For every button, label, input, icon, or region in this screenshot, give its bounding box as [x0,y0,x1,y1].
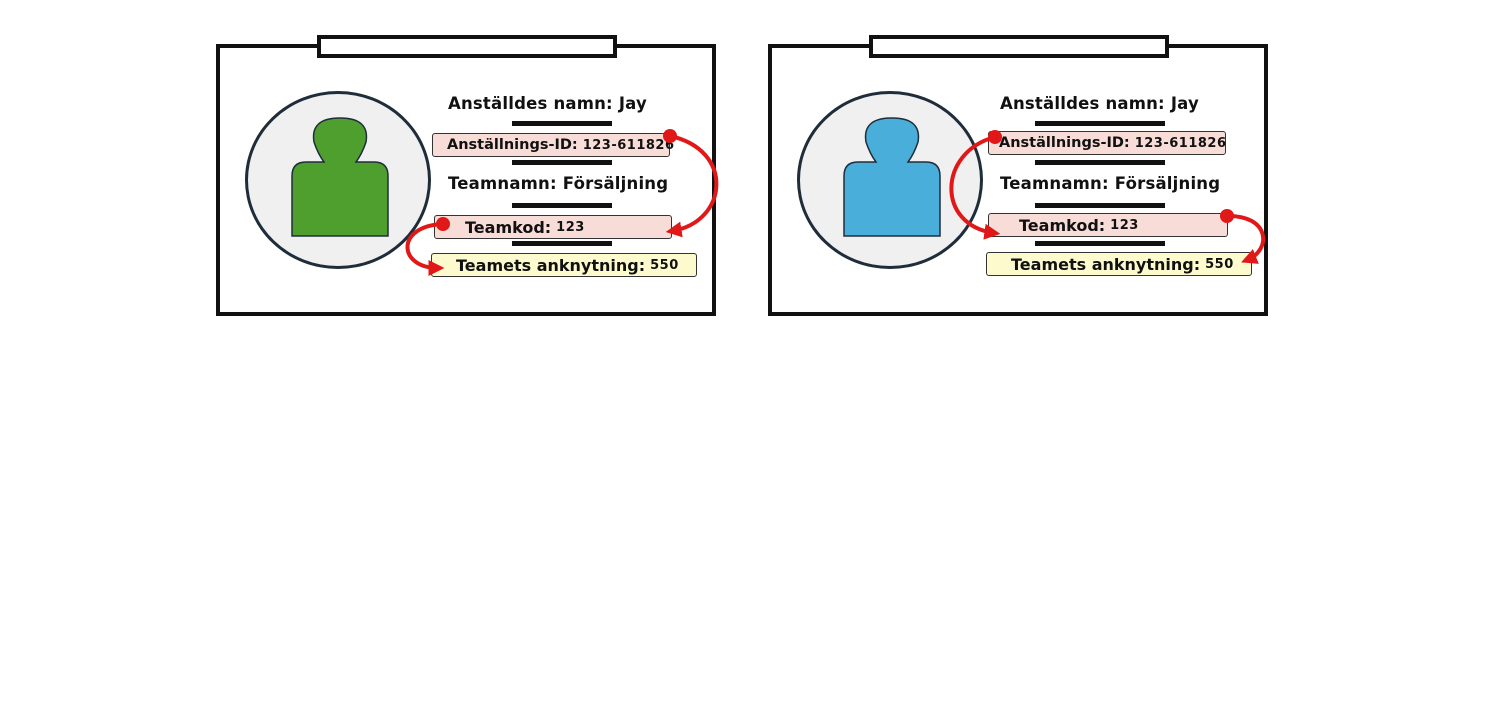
team-affiliation-box-left: Teamets anknytning:550 [431,253,697,277]
card-clip-left [317,35,617,58]
divider [1035,203,1165,208]
arrow-id-to-code-left [663,129,719,238]
divider [512,241,612,246]
divider [1035,160,1165,165]
divider [1035,121,1165,126]
team-name-left: Teamnamn: Försäljning [448,174,669,193]
arrow-code-to-affiliation-left [405,217,450,276]
team-code-box-left: Teamkod:123 [434,215,672,239]
employee-id-box-right: Anställnings-ID:123-611826 [988,131,1226,155]
team-name-right: Teamnamn: Försäljning [1000,174,1221,193]
person-icon [291,117,389,237]
team-code-box-right: Teamkod:123 [988,213,1228,237]
arrow-id-to-code-right [949,130,1002,240]
employee-name-left: Anställdes namn: Jay [448,94,647,113]
card-clip-right [869,35,1169,58]
divider [512,160,612,165]
team-affiliation-box-right: Teamets anknytning:550 [986,252,1252,276]
avatar-left [245,91,431,269]
employee-id-box-left: Anställnings-ID:123-611826 [432,133,674,157]
person-icon [843,117,941,237]
employee-name-right: Anställdes namn: Jay [1000,94,1199,113]
divider [512,203,612,208]
arrow-code-to-affiliation-right [1220,209,1266,264]
divider [512,121,612,126]
divider [1035,241,1165,246]
